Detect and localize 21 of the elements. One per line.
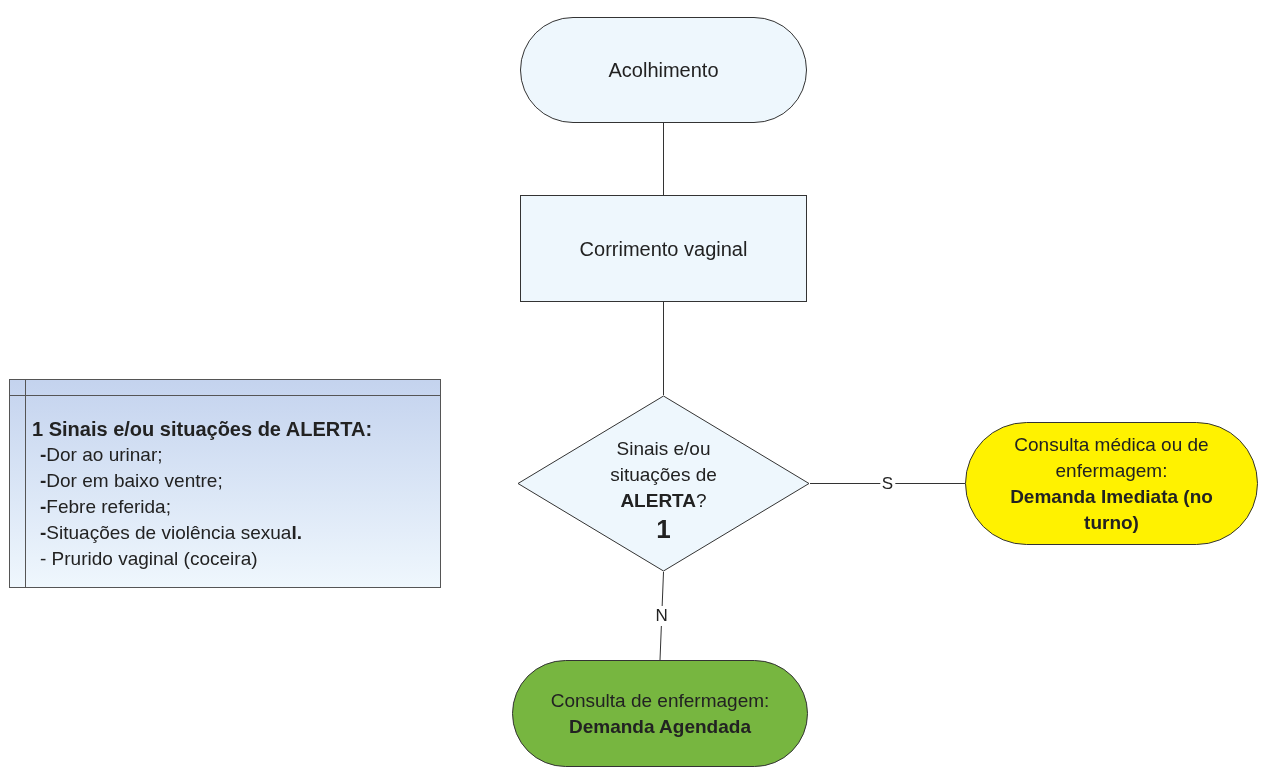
connector-line: [809, 483, 966, 484]
list-item: -Situações de violência sexual.: [39, 521, 303, 545]
connector-line: [663, 122, 664, 196]
list-item: -Dor ao urinar;: [39, 443, 164, 467]
node-text: Consulta de enfermagem:: [550, 688, 770, 713]
node-text: Consulta médica ou de enfermagem:: [1013, 432, 1210, 483]
node-text: Corrimento vaginal: [579, 236, 748, 262]
decision-question: Sinais e/ou situações de ALERTA?: [609, 436, 718, 513]
node-subtext: Demanda Imediata (no turno): [1009, 484, 1214, 535]
process-box: [520, 195, 807, 302]
panel-heading: 1 Sinais e/ou situações de ALERTA:: [32, 417, 373, 442]
list-item: -Dor em baixo ventre;: [39, 469, 224, 493]
node-subtext: Demanda Agendada: [569, 714, 751, 739]
callout-number: 1: [656, 513, 671, 544]
list-item: - Prurido vaginal (coceira): [39, 547, 259, 571]
list-item: -Febre referida;: [39, 495, 172, 519]
connector-line: [659, 571, 664, 661]
node-text: Acolhimento: [608, 58, 719, 83]
edge-label: N: [653, 606, 670, 626]
note-panel: [9, 379, 441, 588]
connector-line: [663, 301, 664, 396]
